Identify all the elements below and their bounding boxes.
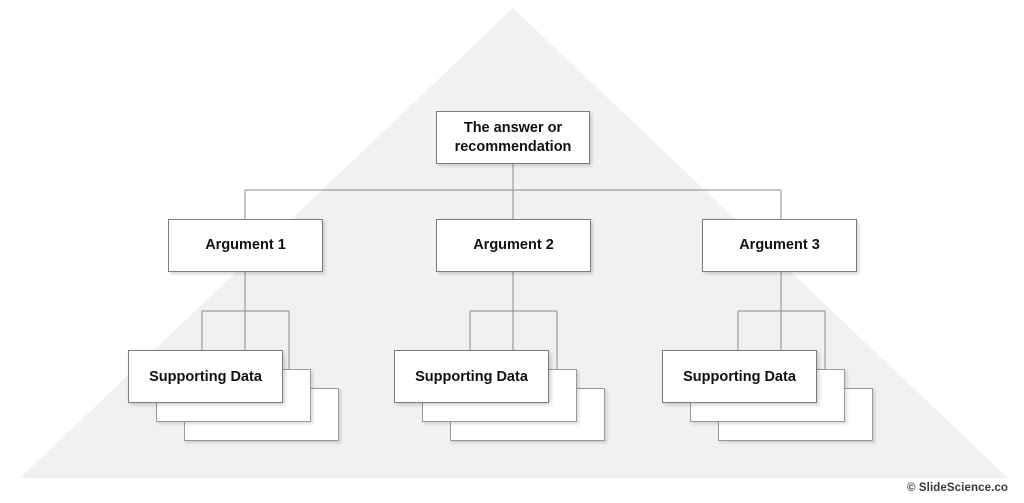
- supporting-data-stack-3: Supporting Data: [662, 350, 912, 445]
- node-top-answer[interactable]: The answer or recommendation: [436, 111, 590, 164]
- supporting-data-stack-2: Supporting Data: [394, 350, 644, 445]
- footer-credit: © SlideScience.co: [907, 482, 1008, 494]
- node-argument-1[interactable]: Argument 1: [168, 219, 323, 272]
- supporting-data-card-front[interactable]: Supporting Data: [128, 350, 283, 403]
- supporting-data-stack-1: Supporting Data: [128, 350, 378, 445]
- node-argument-2[interactable]: Argument 2: [436, 219, 591, 272]
- supporting-data-card-front[interactable]: Supporting Data: [662, 350, 817, 403]
- supporting-data-card-front[interactable]: Supporting Data: [394, 350, 549, 403]
- node-argument-3[interactable]: Argument 3: [702, 219, 857, 272]
